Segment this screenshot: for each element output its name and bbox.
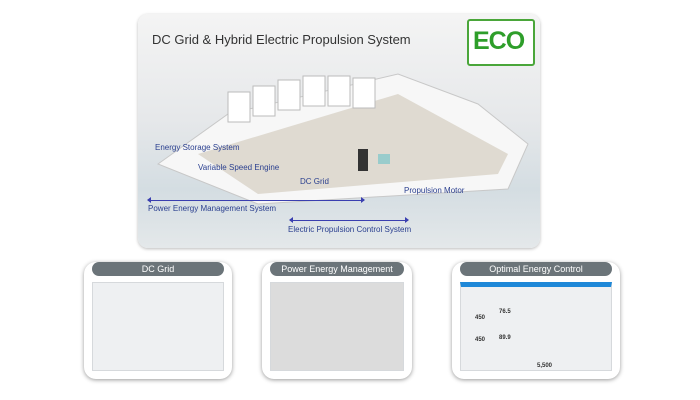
readout-value: 5,500 [537, 363, 553, 369]
eco-logo: ECO [467, 19, 535, 66]
ship-illustration [156, 73, 529, 205]
label-pems: Power Energy Management System [148, 204, 277, 213]
readout-value: 76.5 [499, 309, 511, 315]
card-title: Optimal Energy Control [460, 262, 612, 276]
readout-value: 89.9 [499, 335, 511, 341]
card-title: Power Energy Management [270, 262, 404, 276]
card-title: DC Grid [92, 262, 224, 276]
card-dc-grid: DC Grid [84, 262, 232, 379]
hybrid-propulsion-panel: DC Grid & Hybrid Electric Propulsion Sys… [138, 14, 540, 248]
card-optimal-energy-control: Optimal Energy Control 450 76.5 450 89.9… [452, 262, 620, 379]
pems-screen-thumbnail [270, 282, 404, 371]
gauge-value: 450 [475, 337, 486, 343]
pems-arrow [147, 197, 365, 203]
label-energy-storage: Energy Storage System [155, 143, 240, 152]
label-variable-speed-engine: Variable Speed Engine [198, 163, 280, 172]
label-epcs: Electric Propulsion Control System [288, 225, 412, 234]
energy-control-screen-thumbnail: 450 76.5 450 89.9 5,500 [460, 282, 612, 371]
gauge-value: 450 [475, 315, 486, 321]
label-dc-grid: DC Grid [300, 177, 329, 186]
card-power-energy-management: Power Energy Management [262, 262, 412, 379]
label-propulsion-motor: Propulsion Motor [404, 186, 465, 195]
dc-grid-diagram-thumbnail [92, 282, 224, 371]
page-title: DC Grid & Hybrid Electric Propulsion Sys… [152, 32, 411, 47]
epcs-arrow [289, 217, 409, 223]
